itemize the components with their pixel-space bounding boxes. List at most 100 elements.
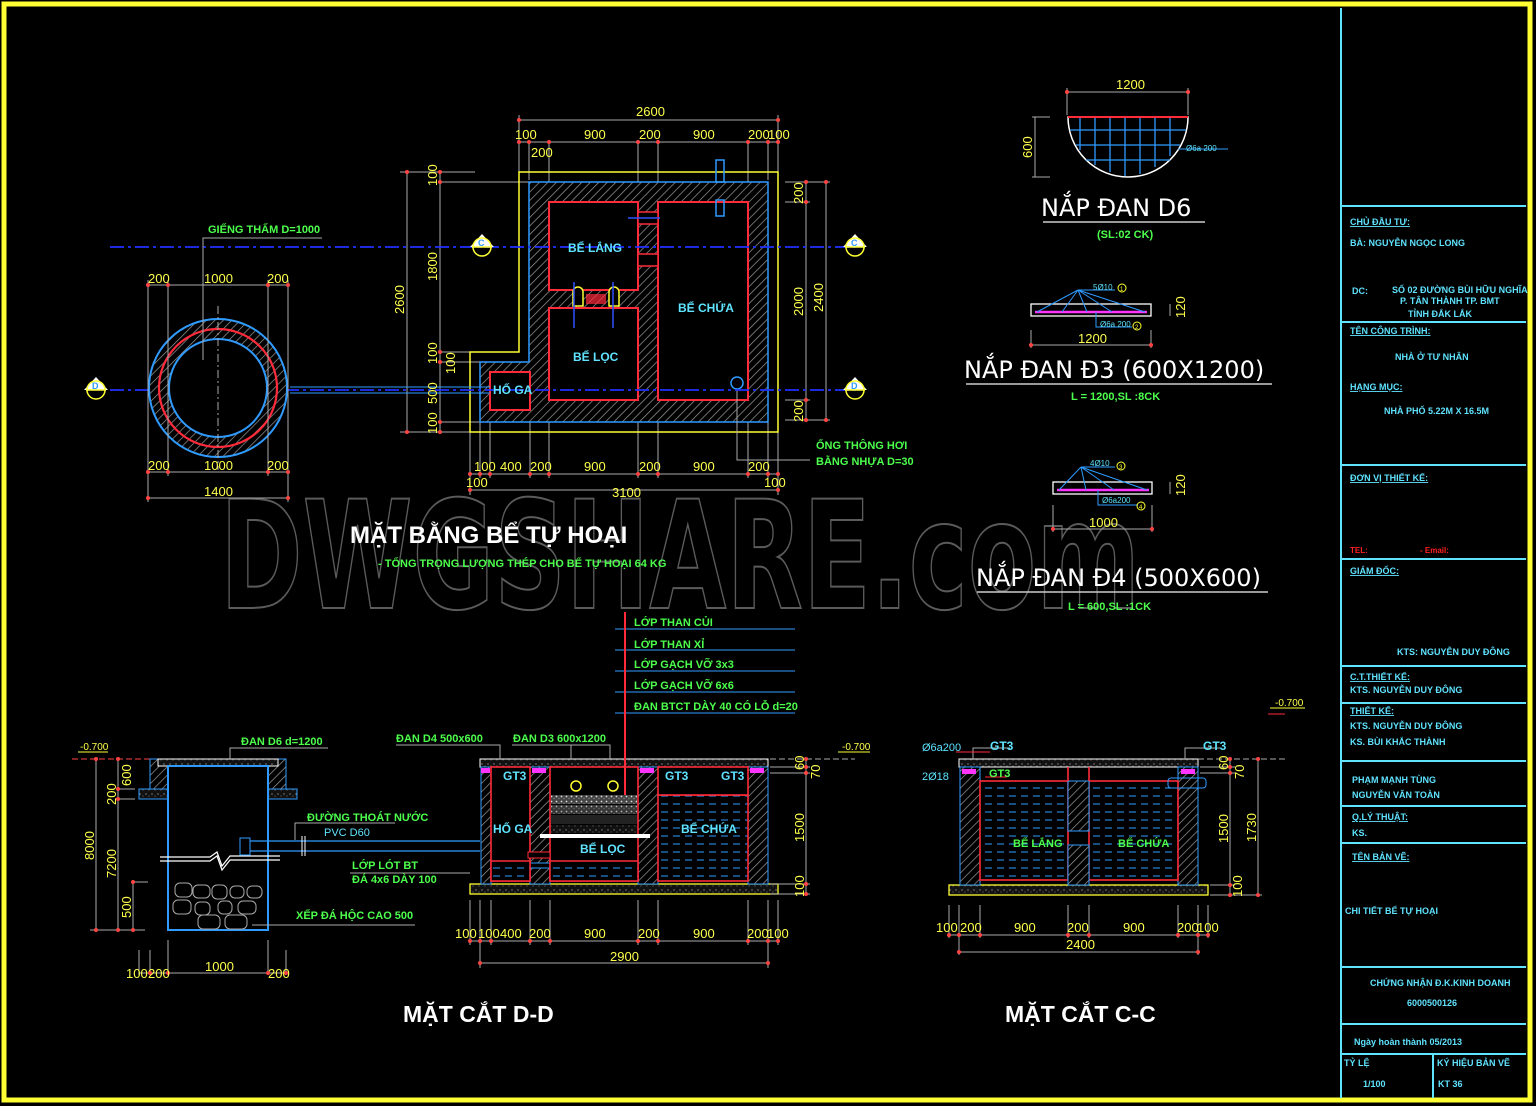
- svg-text:600: 600: [1020, 136, 1035, 158]
- svg-text:Ø6a 200: Ø6a 200: [1186, 144, 1217, 153]
- svg-text:600: 600: [119, 764, 134, 786]
- svg-text:100: 100: [443, 352, 458, 374]
- svg-text:GT3: GT3: [503, 769, 527, 783]
- svg-text:C: C: [851, 238, 858, 248]
- svg-text:KTS. NGUYỄN DUY ĐÔNG: KTS. NGUYỄN DUY ĐÔNG: [1350, 684, 1462, 695]
- well-section: -0.700: [72, 736, 480, 981]
- svg-text:GT3: GT3: [665, 769, 689, 783]
- svg-text:100: 100: [768, 127, 790, 142]
- tb-address-2: P. TÂN THÀNH TP. BMT: [1400, 295, 1500, 306]
- svg-text:2900: 2900: [610, 949, 639, 964]
- svg-text:TÊN BẢN VẼ:: TÊN BẢN VẼ:: [1352, 851, 1410, 862]
- svg-text:1200: 1200: [1116, 77, 1145, 92]
- svg-text:120: 120: [1173, 296, 1188, 318]
- svg-text:KS. BÙI KHẮC THÀNH: KS. BÙI KHẮC THÀNH: [1350, 736, 1446, 747]
- svg-text:70: 70: [808, 765, 823, 779]
- filter-layers-legend: LỚP THAN CỦI LỚP THAN XỈ LỚP GẠCH VỠ 3x3…: [615, 612, 798, 760]
- svg-text:Q.LÝ THUẬT:: Q.LÝ THUẬT:: [1352, 811, 1408, 822]
- svg-text:1000: 1000: [204, 271, 233, 286]
- svg-text:60: 60: [1216, 756, 1231, 770]
- svg-text:200: 200: [529, 926, 551, 941]
- svg-text:2: 2: [1135, 325, 1139, 331]
- svg-text:2400: 2400: [1066, 937, 1095, 952]
- svg-text:Ø6a 200: Ø6a 200: [1100, 320, 1131, 329]
- tb-drawing-name: CHI TIẾT BỂ TỰ HOẠI: [1345, 905, 1438, 916]
- svg-text:200: 200: [267, 271, 289, 286]
- filter-layer-4: LỚP GẠCH VỠ 6x6: [634, 679, 734, 692]
- svg-text:3100: 3100: [612, 485, 641, 500]
- lid-d6-title: NẮP ĐAN D6: [1041, 190, 1191, 222]
- svg-text:200: 200: [1067, 920, 1089, 935]
- plan-title: MẶT BẰNG BỂ TỰ HOẠI: [350, 521, 627, 549]
- plan-note: - TỔNG TRỌNG LƯỢNG THÉP CHO BỂ TỰ HOẠI 6…: [378, 557, 666, 570]
- lid-d3-detail: 5Ø10 1 Ø6a 200 2 1200 120 NẮP ĐAN Đ3 (60…: [964, 283, 1272, 403]
- svg-text:200: 200: [530, 459, 552, 474]
- section-cc-title: MẶT CẮT C-C: [1005, 1000, 1156, 1027]
- svg-text:100: 100: [515, 127, 537, 142]
- svg-text:100: 100: [936, 920, 958, 935]
- svg-text:1200: 1200: [1078, 331, 1107, 346]
- svg-text:100: 100: [767, 926, 789, 941]
- svg-text:TÊN CÔNG TRÌNH:: TÊN CÔNG TRÌNH:: [1350, 325, 1431, 336]
- svg-text:200: 200: [531, 145, 553, 160]
- cc-label-be-chua: BỂ CHỨA: [1118, 837, 1169, 850]
- svg-text:8000: 8000: [82, 831, 97, 860]
- svg-text:200: 200: [148, 271, 170, 286]
- svg-text:1730: 1730: [1244, 813, 1259, 842]
- dd-label-ho-ga: HỐ GA: [493, 821, 533, 836]
- filter-layer-1: LỚP THAN CỦI: [634, 616, 713, 629]
- lid-d3-note: L = 1200,SL :8CK: [1071, 391, 1160, 403]
- plan-chamber-ho-ga: [489, 371, 531, 411]
- plan-view: C C D D BỂ LẮNG BỂ LỌC BỂ CHỨA HỐ GA GIẾ…: [84, 104, 914, 570]
- section-dd-title: MẶT CẮT D-D: [403, 1000, 554, 1027]
- lid-d4-note: L = 600,SL :1CK: [1068, 601, 1151, 613]
- svg-text:100: 100: [466, 475, 488, 490]
- label-be-lang: BỂ LẮNG: [568, 240, 622, 255]
- svg-text:100: 100: [126, 966, 148, 981]
- svg-text:120: 120: [1173, 474, 1188, 496]
- tb-scale: 1/100: [1363, 1079, 1386, 1089]
- svg-text:60: 60: [792, 756, 807, 770]
- svg-text:Ø6a200: Ø6a200: [1102, 496, 1131, 505]
- svg-text:200: 200: [638, 926, 660, 941]
- plan-chamber-be-loc: [548, 307, 639, 401]
- svg-text:NGUYỄN VĂN TOÀN: NGUYỄN VĂN TOÀN: [1352, 789, 1440, 800]
- svg-text:-0.700: -0.700: [1275, 698, 1304, 709]
- well-lid-label: ĐAN D6 d=1200: [241, 736, 323, 748]
- svg-text:5Ø10: 5Ø10: [1093, 283, 1113, 292]
- label-ho-ga: HỐ GA: [493, 382, 533, 397]
- dd-lid-d3-label: ĐAN D3 600x1200: [513, 733, 606, 745]
- svg-text:2600: 2600: [636, 104, 665, 119]
- filter-layer-5: ĐAN BTCT DÀY 40 CÓ LỖ d=20: [634, 700, 798, 713]
- svg-text:PHẠM MẠNH TÙNG: PHẠM MẠNH TÙNG: [1352, 774, 1436, 785]
- watermark: DWGSHARE.com: [219, 469, 1141, 645]
- dd-label-be-chua: BỂ CHỨA: [681, 821, 737, 836]
- tb-director: KTS: NGUYỄN DUY ĐÔNG: [1397, 646, 1510, 657]
- label-vent-1: ỐNG THÔNG HƠI: [816, 438, 907, 452]
- section-marker-d-right: D: [843, 377, 867, 400]
- svg-text:100: 100: [1197, 920, 1219, 935]
- svg-text:1500: 1500: [1216, 814, 1231, 843]
- svg-text:D: D: [851, 381, 858, 391]
- label-well: GIẾNG THẤM D=1000: [208, 223, 320, 236]
- svg-text:D: D: [92, 381, 99, 391]
- svg-text:-0.700: -0.700: [80, 742, 109, 753]
- svg-text:200: 200: [148, 458, 170, 473]
- tb-project: NHÀ Ở TƯ NHÂN: [1395, 351, 1469, 362]
- svg-text:C.T.THIẾT KẾ:: C.T.THIẾT KẾ:: [1350, 672, 1410, 682]
- svg-text:HẠNG MỤC:: HẠNG MỤC:: [1350, 382, 1403, 392]
- svg-text:2400: 2400: [811, 283, 826, 312]
- svg-text:2600: 2600: [392, 285, 407, 314]
- svg-text:KS.: KS.: [1352, 828, 1367, 838]
- svg-text:GIÁM ĐỐC:: GIÁM ĐỐC:: [1350, 565, 1399, 576]
- svg-text:CHỨNG NHẬN Đ.K.KINH DOANH: CHỨNG NHẬN Đ.K.KINH DOANH: [1370, 977, 1510, 988]
- svg-text:200: 200: [639, 459, 661, 474]
- label-vent-2: BẰNG NHỰA D=30: [816, 455, 914, 468]
- section-d-d: -0.700 60 70: [396, 612, 871, 1027]
- svg-text:7200: 7200: [104, 849, 119, 878]
- svg-text:KÝ HIỆU BẢN VẼ: KÝ HIỆU BẢN VẼ: [1437, 1057, 1510, 1068]
- svg-text:TỶ LỆ: TỶ LỆ: [1344, 1057, 1370, 1068]
- plan-chamber-be-lang: [548, 201, 639, 291]
- filter-layer-3: LỚP GẠCH VỠ 3x3: [634, 658, 734, 671]
